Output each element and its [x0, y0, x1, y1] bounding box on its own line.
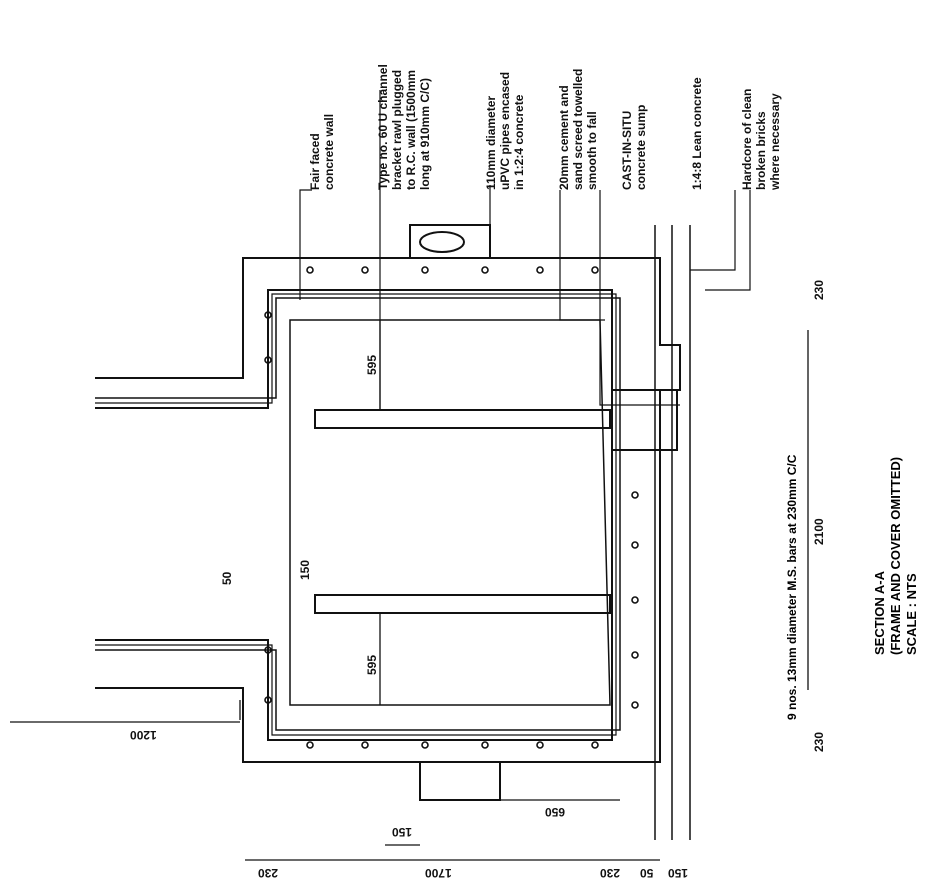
dim-150-low: 150	[668, 866, 689, 880]
dim-230-left: 230	[812, 731, 826, 752]
reinforcement-line-2	[95, 293, 617, 736]
title-line-2: (FRAME AND COVER OMITTED)	[888, 456, 903, 655]
callout-fair-faced: Fair faced concrete wall	[308, 113, 336, 190]
channel-bracket-top	[314, 409, 611, 429]
inner-chamber-outline	[95, 289, 613, 741]
dim-1200: 1200	[130, 728, 157, 742]
dim-1700: 1700	[425, 866, 452, 880]
dim-50-low: 50	[640, 866, 654, 880]
dim-650: 650	[545, 805, 566, 819]
dim-150-top: 150	[298, 559, 312, 580]
outer-wall-outline	[95, 257, 681, 763]
dim-2100: 2100	[812, 518, 826, 545]
section-title: SECTION A-A (FRAME AND COVER OMITTED) SC…	[872, 457, 920, 655]
callout-upvc: 110mm diameter uPVC pipes encased in 1:2…	[484, 71, 526, 190]
callout-hardcore: Hardcore of clean broken bricks where ne…	[740, 88, 782, 190]
reinforcement-line	[95, 297, 621, 731]
dim-230-right: 230	[812, 279, 826, 300]
callout-channel: Type no. 60 U channel bracket rawl plugg…	[376, 64, 432, 190]
lean-concrete-layer	[654, 225, 691, 840]
dim-150-mid: 150	[392, 825, 413, 839]
dim-595-top: 595	[365, 354, 379, 375]
callout-screed: 20mm cement and sand screed towelled smo…	[557, 68, 599, 190]
pipe-bottom	[419, 762, 501, 801]
title-line-1: SECTION A-A	[872, 570, 887, 655]
callout-lean: 1:4:8 Lean concrete	[690, 77, 704, 190]
sump	[611, 389, 678, 451]
callout-sump: CAST-IN-SITU concrete sump	[620, 104, 648, 190]
dim-230-mid: 230	[600, 866, 621, 880]
channel-bracket-bottom	[314, 594, 611, 614]
pipe-top	[409, 224, 491, 258]
dim-595-bottom: 595	[365, 654, 379, 675]
screed-line	[289, 319, 611, 706]
dim-230-bottom-left: 230	[258, 866, 279, 880]
dim-50: 50	[220, 571, 234, 585]
pipe-opening	[419, 231, 465, 253]
title-line-3: SCALE : NTS	[904, 573, 919, 655]
bars-note: 9 nos. 13mm diameter M.S. bars at 230mm …	[785, 454, 799, 720]
